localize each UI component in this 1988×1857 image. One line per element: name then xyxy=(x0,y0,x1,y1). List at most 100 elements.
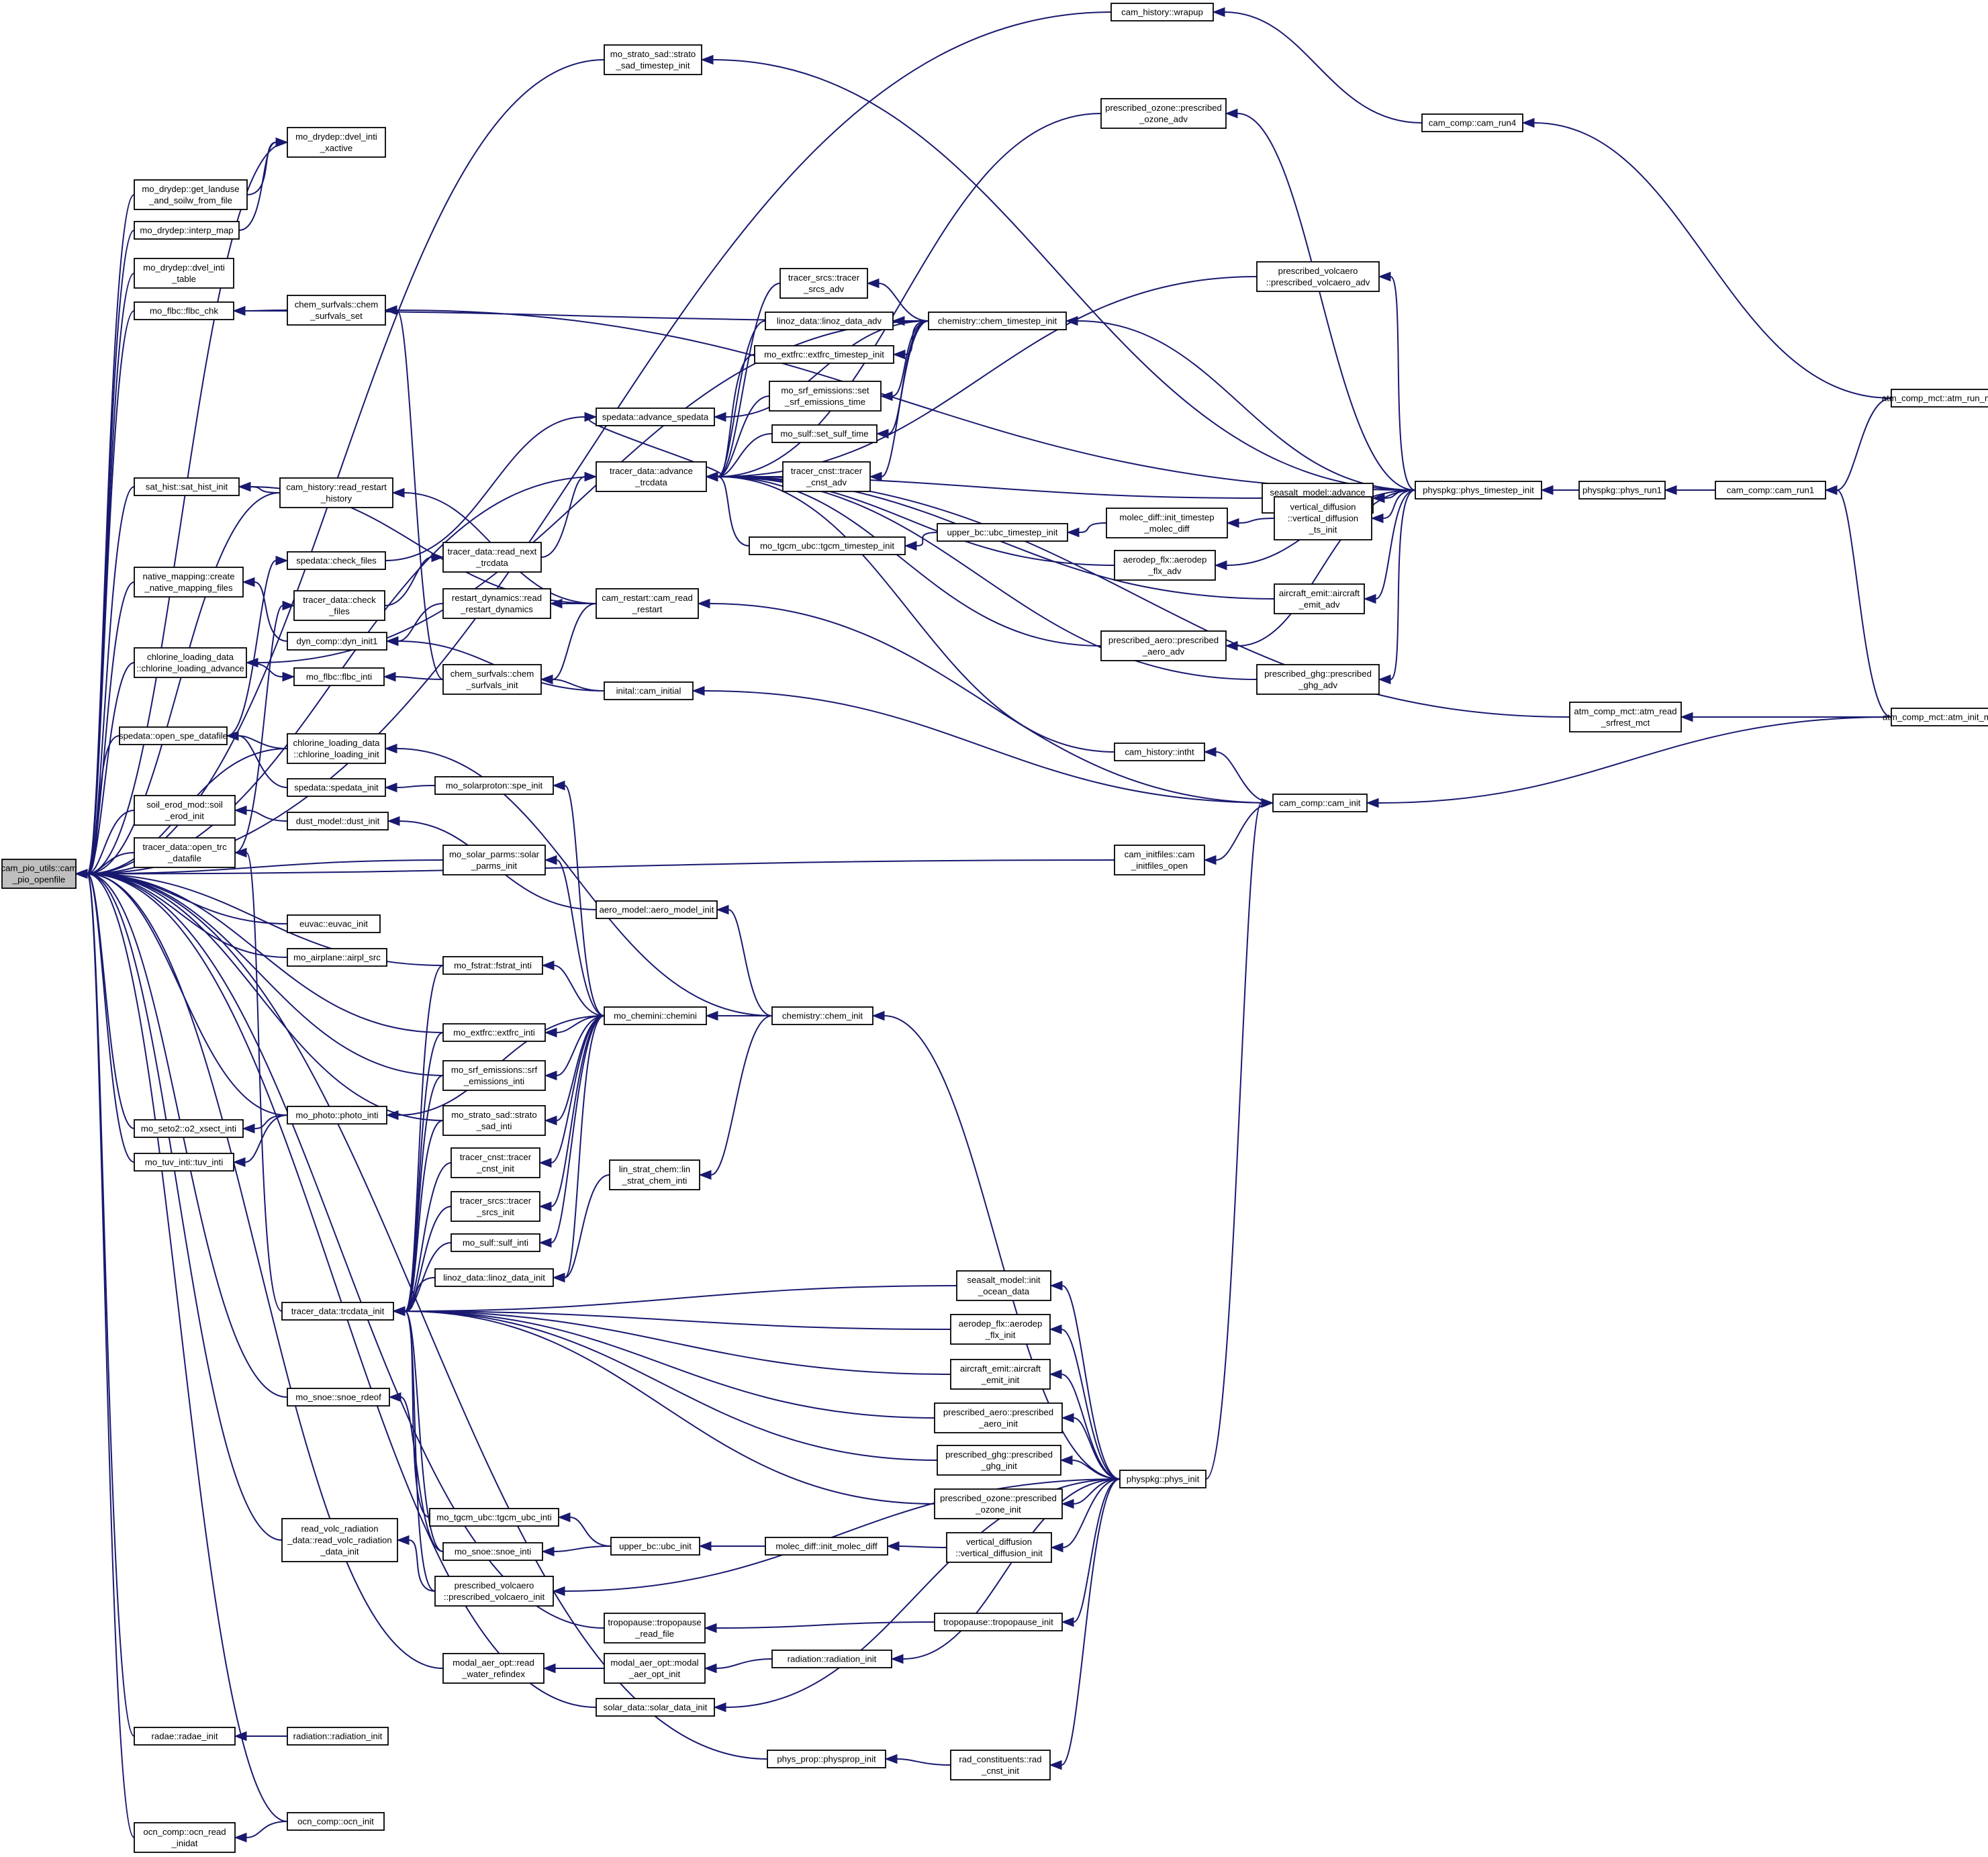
function-node[interactable]: cam_restart::cam_read_restart xyxy=(596,588,699,619)
function-node[interactable]: prescribed_ozone::prescribed_ozone_init xyxy=(934,1488,1063,1519)
function-node[interactable]: mo_sulf::sulf_inti xyxy=(451,1233,540,1252)
function-node[interactable]: phys_prop::physprop_init xyxy=(767,1750,886,1768)
function-node[interactable]: mo_seto2::o2_xsect_inti xyxy=(134,1119,244,1138)
function-node[interactable]: mo_strato_sad::strato_sad_inti xyxy=(442,1105,546,1136)
function-node[interactable]: aerodep_flx::aerodep_flx_adv xyxy=(1114,550,1216,581)
function-node[interactable]: chemistry::chem_timestep_init xyxy=(928,312,1067,330)
function-node[interactable]: inital::cam_initial xyxy=(604,681,694,700)
function-node[interactable]: vertical_diffusion::vertical_diffusion_i… xyxy=(946,1532,1052,1563)
function-node[interactable]: aircraft_emit::aircraft_emit_adv xyxy=(1274,583,1365,614)
function-node[interactable]: radiation::radiation_init xyxy=(287,1727,389,1746)
function-node[interactable]: mo_strato_sad::strato_sad_timestep_init xyxy=(604,44,702,75)
function-node[interactable]: aero_model::aero_model_init xyxy=(596,900,718,919)
function-node[interactable]: physpkg::phys_init xyxy=(1119,1470,1206,1488)
function-node[interactable]: atm_comp_mct::atm_read_srfrest_mct xyxy=(1569,702,1682,732)
function-node[interactable]: prescribed_ozone::prescribed_ozone_adv xyxy=(1100,98,1227,129)
function-node[interactable]: soil_erod_mod::soil_erod_init xyxy=(134,795,236,826)
function-node[interactable]: tracer_cnst::tracer_cnst_init xyxy=(451,1147,540,1178)
function-node[interactable]: tracer_cnst::tracer_cnst_adv xyxy=(782,461,871,492)
function-node[interactable]: physpkg::phys_run1 xyxy=(1578,481,1666,499)
function-node[interactable]: mo_srf_emissions::srf_emissions_inti xyxy=(442,1060,546,1091)
function-node[interactable]: prescribed_volcaero::prescribed_volcaero… xyxy=(434,1576,554,1607)
function-node[interactable]: mo_solarproton::spe_init xyxy=(434,776,554,795)
function-node[interactable]: radae::radae_init xyxy=(134,1727,236,1746)
function-node[interactable]: euvac::euvac_init xyxy=(287,914,381,933)
function-node[interactable]: cam_history::intht xyxy=(1114,743,1205,761)
function-node[interactable]: mo_airplane::airpl_src xyxy=(287,948,387,967)
function-node[interactable]: linoz_data::linoz_data_init xyxy=(434,1268,554,1287)
function-node[interactable]: mo_extfrc::extfrc_inti xyxy=(442,1023,546,1042)
function-node[interactable]: dyn_comp::dyn_init1 xyxy=(287,632,387,651)
function-node[interactable]: mo_solar_parms::solar_parms_init xyxy=(442,845,546,875)
function-node[interactable]: aircraft_emit::aircraft_emit_init xyxy=(950,1359,1051,1390)
function-node[interactable]: cam_comp::cam_init xyxy=(1272,794,1368,812)
function-node[interactable]: prescribed_ghg::prescribed_ghg_init xyxy=(937,1445,1061,1476)
function-node[interactable]: chem_surfvals::chem_surfvals_init xyxy=(442,664,542,695)
function-node[interactable]: tracer_data::advance_trcdata xyxy=(596,461,707,492)
function-node[interactable]: mo_snoe::snoe_inti xyxy=(442,1542,543,1561)
function-node[interactable]: mo_flbc::flbc_chk xyxy=(134,301,234,320)
function-node[interactable]: dust_model::dust_init xyxy=(287,812,389,830)
function-node[interactable]: molec_diff::init_timestep_molec_diff xyxy=(1106,508,1228,538)
function-node[interactable]: prescribed_aero::prescribed_aero_init xyxy=(934,1402,1063,1433)
function-node[interactable]: aerodep_flx::aerodep_flx_init xyxy=(950,1314,1051,1345)
function-node[interactable]: lin_strat_chem::lin_strat_chem_inti xyxy=(609,1159,700,1190)
function-node[interactable]: rad_constituents::rad_cnst_init xyxy=(950,1750,1051,1780)
function-node[interactable]: atm_comp_mct::atm_run_mct xyxy=(1882,389,1988,408)
function-node[interactable]: prescribed_ghg::prescribed_ghg_adv xyxy=(1256,664,1380,695)
function-node[interactable]: linoz_data::linoz_data_adv xyxy=(765,312,894,330)
function-node[interactable]: cam_comp::cam_run1 xyxy=(1715,481,1826,499)
function-node[interactable]: radiation::radiation_init xyxy=(771,1650,892,1668)
function-node[interactable]: chemistry::chem_init xyxy=(771,1006,873,1025)
function-node[interactable]: tropopause::tropopause_read_file xyxy=(604,1613,706,1644)
function-node[interactable]: spedata::spedata_init xyxy=(287,778,386,797)
function-node[interactable]: mo_chemini::chemini xyxy=(604,1006,707,1025)
root-function-node[interactable]: cam_pio_utils::cam_pio_openfile xyxy=(1,859,77,889)
function-node[interactable]: tracer_data::trcdata_init xyxy=(281,1302,394,1321)
function-node[interactable]: cam_initfiles::cam_initfiles_open xyxy=(1114,845,1205,875)
function-node[interactable]: mo_tuv_inti::tuv_inti xyxy=(134,1153,234,1172)
function-node[interactable]: solar_data::solar_data_init xyxy=(596,1698,715,1717)
function-node[interactable]: mo_sulf::set_sulf_time xyxy=(771,424,878,443)
function-node[interactable]: molec_diff::init_molec_diff xyxy=(765,1537,888,1556)
function-node[interactable]: mo_extfrc::extfrc_timestep_init xyxy=(754,345,894,364)
function-node[interactable]: mo_drydep::dvel_inti_xactive xyxy=(287,127,386,158)
function-node[interactable]: mo_drydep::interp_map xyxy=(134,221,240,240)
function-node[interactable]: tracer_srcs::tracer_srcs_init xyxy=(451,1191,540,1222)
function-node[interactable]: tracer_srcs::tracer_srcs_adv xyxy=(779,268,868,299)
function-node[interactable]: mo_flbc::flbc_inti xyxy=(293,667,385,686)
function-node[interactable]: native_mapping::create_native_mapping_fi… xyxy=(134,567,244,598)
function-node[interactable]: tropopause::tropopause_init xyxy=(934,1613,1063,1631)
function-node[interactable]: cam_history::wrapup xyxy=(1110,3,1214,21)
function-node[interactable]: seasalt_model::init_ocean_data xyxy=(956,1270,1051,1301)
function-node[interactable]: spedata::check_files xyxy=(287,551,386,570)
function-node[interactable]: mo_tgcm_ubc::tgcm_ubc_inti xyxy=(429,1508,559,1527)
function-node[interactable]: prescribed_aero::prescribed_aero_adv xyxy=(1100,630,1227,661)
function-node[interactable]: mo_srf_emissions::set_srf_emissions_time xyxy=(769,381,882,412)
function-node[interactable]: sat_hist::sat_hist_init xyxy=(134,477,240,496)
function-node[interactable]: mo_drydep::get_landuse_and_soilw_from_fi… xyxy=(134,179,248,210)
function-node[interactable]: mo_fstrat::fstrat_inti xyxy=(442,956,543,975)
function-node[interactable]: modal_aer_opt::modal_aer_opt_init xyxy=(604,1653,706,1684)
function-node[interactable]: mo_drydep::dvel_inti_table xyxy=(134,258,234,289)
function-node[interactable]: prescribed_volcaero::prescribed_volcaero… xyxy=(1256,261,1380,292)
function-node[interactable]: tracer_data::open_trc_datafile xyxy=(134,837,236,868)
function-node[interactable]: spedata::open_spe_datafile xyxy=(119,726,228,745)
function-node[interactable]: modal_aer_opt::read_water_refindex xyxy=(442,1653,545,1684)
function-node[interactable]: read_volc_radiation_data::read_volc_radi… xyxy=(281,1518,398,1562)
function-node[interactable]: cam_comp::cam_run4 xyxy=(1421,113,1523,132)
function-node[interactable]: vertical_diffusion::vertical_diffusion_t… xyxy=(1274,496,1372,540)
function-node[interactable]: chlorine_loading_data::chlorine_loading_… xyxy=(134,647,247,678)
function-node[interactable]: ocn_comp::ocn_read_inidat xyxy=(134,1822,236,1853)
function-node[interactable]: mo_photo::photo_inti xyxy=(287,1106,387,1125)
function-node[interactable]: cam_history::read_restart_history xyxy=(279,477,393,508)
function-node[interactable]: tracer_data::check_files xyxy=(293,590,385,621)
function-node[interactable]: atm_comp_mct::atm_init_mct xyxy=(1883,708,1988,726)
function-node[interactable]: tracer_data::read_next_trcdata xyxy=(442,542,542,573)
function-node[interactable]: upper_bc::ubc_timestep_init xyxy=(937,523,1068,542)
function-node[interactable]: mo_snoe::snoe_rdeof xyxy=(287,1388,390,1407)
function-node[interactable]: chem_surfvals::chem_surfvals_set xyxy=(287,295,386,326)
function-node[interactable]: restart_dynamics::read_restart_dynamics xyxy=(442,588,551,619)
function-node[interactable]: ocn_comp::ocn_init xyxy=(287,1812,385,1831)
function-node[interactable]: chlorine_loading_data::chlorine_loading_… xyxy=(287,733,386,764)
